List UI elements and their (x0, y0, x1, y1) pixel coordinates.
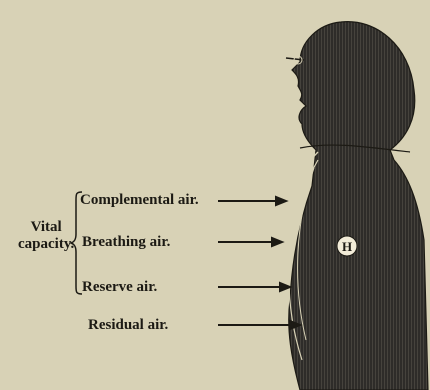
label-reserve-air: Reserve air. (82, 280, 157, 295)
vital-capacity-line2: capacity. (18, 237, 74, 252)
heart-marker: H (337, 236, 357, 256)
label-breathing-air: Breathing air. (82, 235, 170, 250)
label-residual-air: Residual air. (88, 318, 168, 333)
heart-marker-label: H (342, 239, 352, 254)
torso-silhouette (289, 22, 428, 390)
vital-capacity-line1: Vital (18, 220, 74, 235)
vital-capacity-label: Vital capacity. (18, 220, 74, 252)
label-complemental-air: Complemental air. (80, 193, 199, 208)
